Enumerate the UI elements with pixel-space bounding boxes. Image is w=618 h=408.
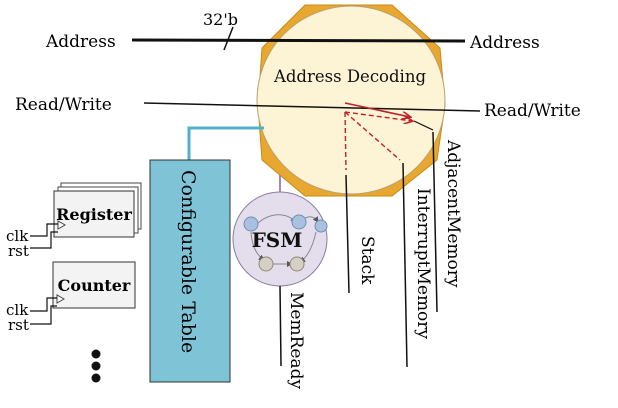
output-lines: Stack InterruptMemory AdjacentMemory [345, 131, 463, 368]
stack-line [345, 174, 350, 294]
stack-label: Stack [357, 236, 377, 285]
read-write-right-label: Read/Write [484, 101, 581, 121]
address-left-label: Address [45, 32, 116, 52]
fsm-state-graph [243, 214, 328, 272]
configurable-table-block: Configurable Table [149, 126, 264, 383]
address-right-label: Address [469, 33, 540, 53]
table-link [187, 126, 264, 160]
read-write-left-label: Read/Write [15, 95, 112, 115]
read-write-line: Read/Write Read/Write [15, 95, 581, 121]
register-clock-triangle [57, 220, 67, 230]
counter-label: Counter [58, 276, 131, 295]
configurable-table-label: Configurable Table [177, 170, 199, 353]
adjacent-memory-line [432, 131, 438, 313]
mem-ready-label: MemReady [286, 292, 306, 389]
configurable-table-box [149, 159, 231, 383]
fsm-block: FSM MemReady [232, 175, 328, 389]
counter-box [52, 261, 136, 309]
register-label: Register [56, 205, 132, 224]
address-decoding-label: Address Decoding [273, 67, 427, 86]
register-box [53, 190, 135, 238]
interrupt-memory-label: InterruptMemory [413, 188, 433, 339]
mem-ready-line [279, 285, 282, 367]
fsm-label: FSM [252, 228, 303, 252]
address-decoder-block: Address Decoding [256, 4, 446, 197]
counter-clock-triangle [56, 294, 66, 304]
adjacent-memory-label: AdjacentMemory [443, 139, 463, 288]
interrupt-memory-line [402, 162, 408, 368]
address-bus: Address Address 32'b [45, 10, 540, 53]
bus-width-slash [223, 26, 234, 51]
vertical-dots-icon [91, 349, 101, 383]
register-clk-label: clk [6, 227, 29, 245]
bus-width-label: 32'b [203, 10, 238, 29]
register-block: Register clk rst [6, 182, 142, 260]
register-rst-label: rst [8, 242, 29, 260]
counter-rst-label: rst [8, 316, 29, 334]
decoder-body [256, 5, 446, 195]
counter-block: Counter clk rst [6, 261, 136, 334]
decoder-routing-arrows [344, 102, 434, 171]
counter-clk-label: clk [6, 301, 29, 319]
